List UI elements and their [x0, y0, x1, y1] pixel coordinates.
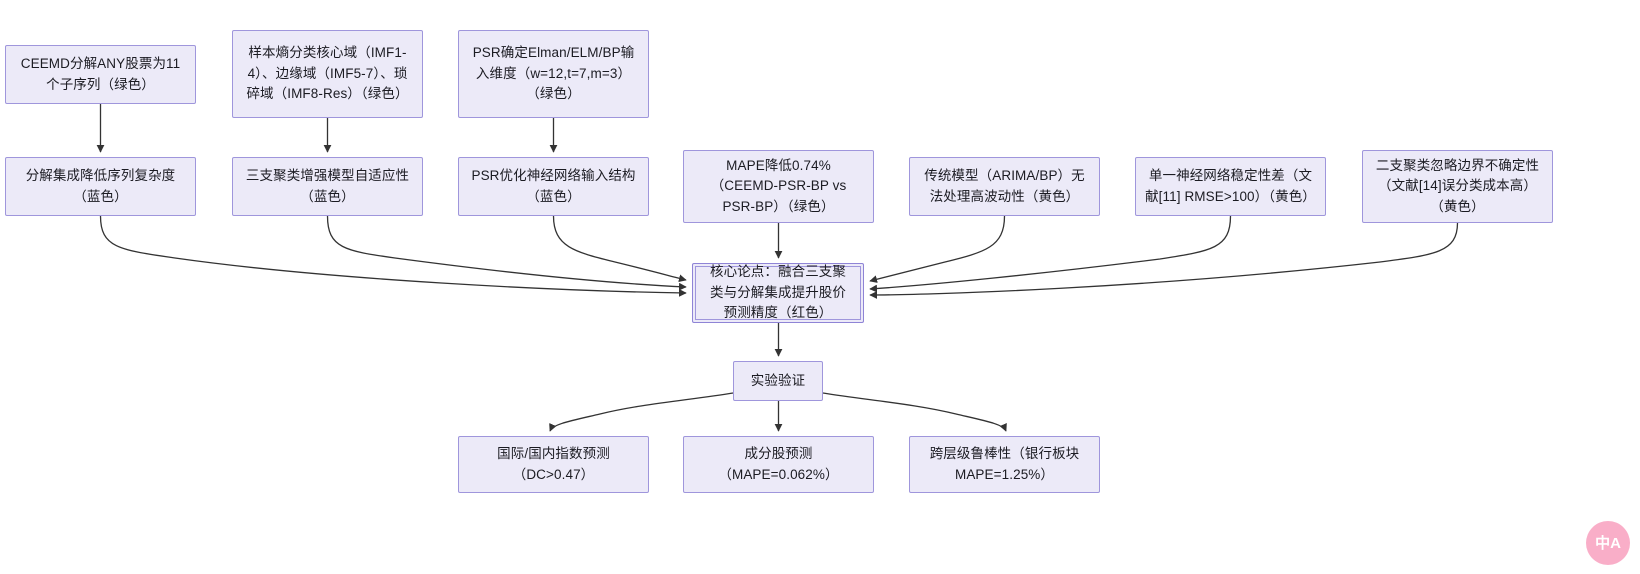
node-label: 二支聚类忽略边界不确定性（文献[14]误分类成本高）（黄色） — [1375, 157, 1540, 214]
node-label: PSR优化神经网络输入结构（蓝色） — [471, 167, 636, 204]
node-label: 传统模型（ARIMA/BP）无法处理高波动性（黄色） — [924, 167, 1085, 204]
node-label: CEEMD分解ANY股票为11个子序列（绿色） — [20, 55, 181, 92]
edge-n10-core — [869, 222, 1459, 299]
edge-exp-r3 — [822, 392, 1007, 432]
node-label: 实验验证 — [750, 372, 806, 388]
node-label: MAPE降低0.74%（CEEMD-PSR-BP vs PSR-BP）（绿色） — [710, 157, 847, 214]
node-single-network-instability[interactable]: 单一神经网络稳定性差（文献[11] RMSE>100）（黄色） — [1135, 157, 1326, 216]
node-label: 分解集成降低序列复杂度（蓝色） — [25, 167, 176, 204]
node-label: 三支聚类增强模型自适应性（蓝色） — [245, 167, 410, 204]
node-psr-input-dimension[interactable]: PSR确定Elman/ELM/BP输入维度（w=12,t=7,m=3）（绿色） — [458, 30, 649, 118]
edge-exp-r1 — [549, 392, 734, 432]
watermark-badge: 中A — [1586, 521, 1630, 565]
node-three-way-clustering-adaptivity[interactable]: 三支聚类增强模型自适应性（蓝色） — [232, 157, 423, 216]
node-label: 单一神经网络稳定性差（文献[11] RMSE>100）（黄色） — [1145, 167, 1316, 204]
node-experimental-validation[interactable]: 实验验证 — [733, 361, 823, 401]
node-label: 跨层级鲁棒性（银行板块MAPE=1.25%） — [929, 445, 1080, 482]
node-result-constituent-stock-forecast[interactable]: 成分股预测（MAPE=0.062%） — [683, 436, 874, 493]
edge-n9-core — [869, 215, 1232, 293]
node-mape-reduction[interactable]: MAPE降低0.74%（CEEMD-PSR-BP vs PSR-BP）（绿色） — [683, 150, 874, 223]
node-label: PSR确定Elman/ELM/BP输入维度（w=12,t=7,m=3）（绿色） — [472, 45, 635, 102]
node-ceemd-decomposition[interactable]: CEEMD分解ANY股票为11个子序列（绿色） — [5, 45, 196, 104]
node-core-thesis[interactable]: 核心论点：融合三支聚类与分解集成提升股价预测精度（红色） — [692, 263, 864, 323]
edge-n6-core — [552, 215, 687, 283]
node-psr-optimizes-network-input[interactable]: PSR优化神经网络输入结构（蓝色） — [458, 157, 649, 216]
edge-n5-core — [326, 215, 687, 291]
watermark-label: 中A — [1595, 534, 1621, 552]
node-decomposition-reduces-complexity[interactable]: 分解集成降低序列复杂度（蓝色） — [5, 157, 196, 216]
edge-n8-core — [869, 215, 1006, 283]
node-label: 核心论点：融合三支聚类与分解集成提升股价预测精度（红色） — [710, 264, 846, 321]
node-sample-entropy-classification[interactable]: 样本熵分类核心域（IMF1-4）、边缘域（IMF5-7）、琐碎域（IMF8-Re… — [232, 30, 423, 118]
node-result-cross-level-robustness[interactable]: 跨层级鲁棒性（银行板块MAPE=1.25%） — [909, 436, 1100, 493]
node-two-way-clustering-limitation[interactable]: 二支聚类忽略边界不确定性（文献[14]误分类成本高）（黄色） — [1362, 150, 1553, 223]
node-result-index-forecast[interactable]: 国际/国内指数预测（DC>0.47） — [458, 436, 649, 493]
node-traditional-models-limitation[interactable]: 传统模型（ARIMA/BP）无法处理高波动性（黄色） — [909, 157, 1100, 216]
node-label: 样本熵分类核心域（IMF1-4）、边缘域（IMF5-7）、琐碎域（IMF8-Re… — [246, 45, 409, 102]
node-label: 国际/国内指数预测（DC>0.47） — [497, 445, 610, 482]
node-label: 成分股预测（MAPE=0.062%） — [718, 445, 839, 482]
edge-n4-core — [99, 215, 687, 297]
